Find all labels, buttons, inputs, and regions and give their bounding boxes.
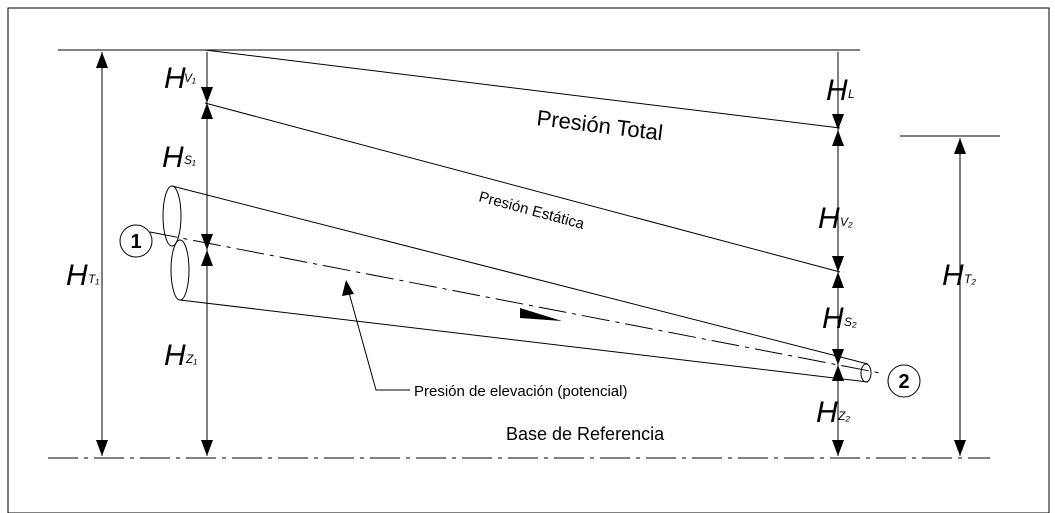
hv1-label: H <box>164 62 186 95</box>
arrow-up-icon <box>832 272 844 288</box>
arrow-down-icon <box>832 440 844 456</box>
hl-label: H <box>826 74 848 107</box>
hz2-label: H <box>816 396 838 429</box>
ht2-label: H <box>942 259 964 292</box>
hz1-subscript: Z₁ <box>185 352 197 366</box>
hv2-label: H <box>818 202 840 235</box>
arrow-up-icon <box>201 103 213 119</box>
arrow-up-icon <box>832 365 844 381</box>
ht1-subscript: T₁ <box>88 272 99 286</box>
arrow-down-icon <box>832 114 844 130</box>
frame-border <box>7 7 1050 513</box>
hv1-subscript: V₁ <box>184 71 196 85</box>
arrow-down-icon <box>201 87 213 103</box>
arrow-down-icon <box>201 440 213 456</box>
flow-arrow-icon <box>520 308 562 321</box>
hs2-label: H <box>822 302 844 335</box>
hs2-subscript: S₂ <box>844 315 857 329</box>
pipe <box>162 185 872 383</box>
base-referencia-label: Base de Referencia <box>506 424 665 444</box>
hz2-subscript: Z₂ <box>837 409 850 423</box>
hz1-label: H <box>164 339 186 372</box>
presion-elevacion-label: Presión de elevación (potencial) <box>414 383 627 400</box>
arrow-up-icon <box>96 52 108 68</box>
ht2-subscript: T₂ <box>964 272 976 286</box>
elevation-leader <box>345 281 410 391</box>
arrow-down-icon <box>201 234 213 250</box>
arrow-down-icon <box>832 349 844 365</box>
arrow-down-icon <box>96 440 108 456</box>
point-2-label: 2 <box>898 371 909 393</box>
presion-total-label: Presión Total <box>535 105 664 145</box>
arrow-down-icon <box>954 440 966 456</box>
arrow-up-icon <box>832 130 844 146</box>
hs1-subscript: S₁ <box>184 153 196 167</box>
point-2-marker <box>887 364 921 398</box>
pipe-center-line <box>149 231 881 374</box>
point-1-marker <box>119 224 153 258</box>
leader-arrow-icon <box>342 280 354 296</box>
arrow-up-icon <box>954 138 966 154</box>
hv2-subscript: V₂ <box>840 215 853 229</box>
hs1-label: H <box>162 141 184 174</box>
arrow-down-icon <box>832 256 844 272</box>
point-1-label: 1 <box>130 231 141 253</box>
static-pressure-line <box>204 102 841 273</box>
total-pressure-line <box>204 49 841 129</box>
hl-subscript: L <box>848 87 855 101</box>
arrow-up-icon <box>201 250 213 266</box>
presion-estatica-label: Presión Estática <box>477 188 587 233</box>
ht1-label: H <box>66 259 88 292</box>
